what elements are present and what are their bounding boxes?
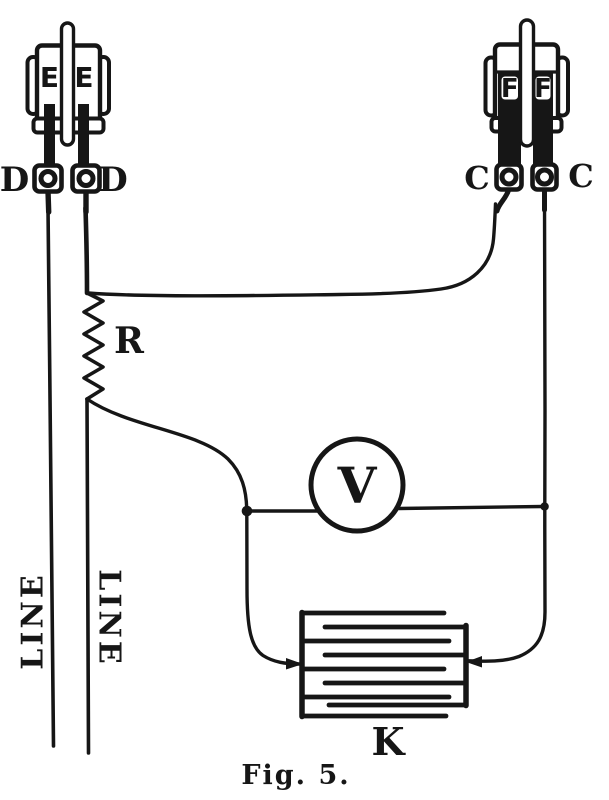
- binding-post-d-right: [70, 163, 102, 215]
- wire-line-right-lower: [85, 397, 91, 755]
- wire-line-right-upper: [83, 205, 90, 296]
- fuse-left-lead-b: [78, 104, 89, 168]
- label-coil: K: [371, 719, 406, 764]
- fuse-block-left: E E: [25, 21, 111, 168]
- fuse-block-right: F F: [483, 18, 570, 168]
- coil-right-connector: [466, 656, 482, 668]
- post-tail: [494, 186, 512, 214]
- post-ring: [535, 167, 554, 187]
- fuse-right-letter-a: F: [501, 74, 519, 104]
- resistance-coil-k: K: [299, 609, 469, 764]
- coil-left-connector: [286, 658, 303, 670]
- label-terminal-d-right: D: [98, 160, 127, 200]
- wire-top-horizontal: [86, 202, 498, 298]
- fuse-left-capsule: [59, 21, 76, 147]
- voltmeter: V: [308, 436, 406, 534]
- label-resistor: R: [114, 320, 145, 362]
- fuse-left-letter-a: E: [40, 61, 59, 94]
- voltmeter-letter: V: [337, 456, 378, 515]
- fuse-right-window-a: [501, 76, 518, 100]
- fuse-right-capsule: [518, 18, 536, 148]
- label-terminal-c-left: C: [464, 159, 489, 197]
- binding-post-c-right: [530, 162, 559, 213]
- label-line-right: LINE: [92, 569, 127, 666]
- junction-dot-left: [241, 505, 253, 517]
- resistor-zigzag: [82, 291, 105, 401]
- post-ring: [76, 169, 96, 188]
- fuse-right-window-b: [535, 76, 551, 100]
- post-ring: [499, 167, 519, 187]
- wire-branch-to-coil: [85, 397, 301, 666]
- fuse-left-letter-b: E: [74, 61, 93, 94]
- wire-right-vertical: [467, 190, 547, 663]
- label-line-left: LINE: [16, 572, 51, 669]
- junction-dot-right: [540, 502, 549, 511]
- figure-caption: Fig. 5.: [241, 760, 350, 791]
- post-tail: [45, 188, 52, 215]
- wire-line-left: [46, 206, 56, 748]
- voltmeter-dial: [308, 436, 406, 534]
- fuse-right-letter-b: F: [534, 74, 552, 104]
- post-ring: [38, 169, 58, 188]
- fuse-left-lead-a: [44, 104, 55, 168]
- binding-post-d-left: [32, 163, 64, 215]
- binding-post-c-left: [494, 162, 524, 214]
- label-terminal-d-left: D: [0, 160, 29, 200]
- wire-voltmeter-right: [397, 504, 545, 511]
- label-terminal-c-right: C: [568, 157, 593, 195]
